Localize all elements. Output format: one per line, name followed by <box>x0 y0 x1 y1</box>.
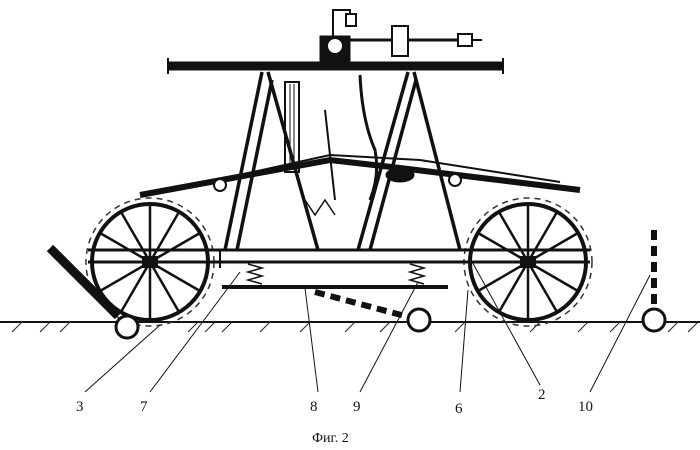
spring-left <box>248 264 262 284</box>
engine-unit <box>320 10 482 62</box>
leader-lines <box>85 258 650 392</box>
hydraulic-column <box>285 75 377 215</box>
roller-left <box>116 316 138 338</box>
ref-label-9: 9 <box>353 399 361 415</box>
roller-right <box>643 309 665 331</box>
ref-label-7: 7 <box>140 399 148 415</box>
left-support-arm <box>50 248 118 316</box>
ref-label-10: 10 <box>578 399 593 415</box>
roller-middle <box>408 309 430 331</box>
ref-label-8: 8 <box>310 399 318 415</box>
ref-label-3: 3 <box>76 399 84 415</box>
figure-caption: Фиг. 2 <box>312 431 349 445</box>
ground <box>0 322 700 332</box>
lever-beam <box>140 155 580 195</box>
spring-right <box>410 264 424 284</box>
dashed-link <box>315 292 405 316</box>
ref-label-2: 2 <box>538 387 546 403</box>
main-frame <box>88 250 590 268</box>
ref-label-6: 6 <box>455 401 463 417</box>
reference-labels: 3 7 8 9 6 2 10 <box>76 387 593 417</box>
